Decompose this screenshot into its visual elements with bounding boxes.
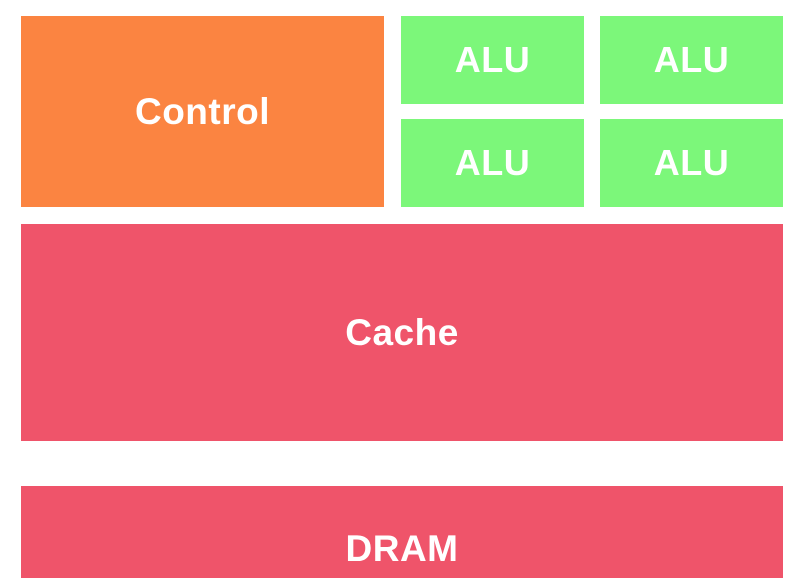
- control-label: Control: [134, 90, 271, 132]
- dram-label: DRAM: [345, 528, 459, 569]
- cache-block: Cache: [21, 224, 783, 441]
- alu-block: ALU: [600, 16, 783, 104]
- alu-block: ALU: [401, 16, 584, 104]
- dram-block: DRAM: [21, 486, 783, 578]
- cache-label: Cache: [345, 311, 459, 353]
- alu-label: ALU: [653, 142, 730, 183]
- alu-label: ALU: [653, 39, 730, 80]
- alu-block: ALU: [600, 119, 783, 207]
- alu-label: ALU: [454, 142, 531, 183]
- control-block: Control: [21, 16, 384, 207]
- alu-label: ALU: [454, 39, 531, 80]
- alu-block: ALU: [401, 119, 584, 207]
